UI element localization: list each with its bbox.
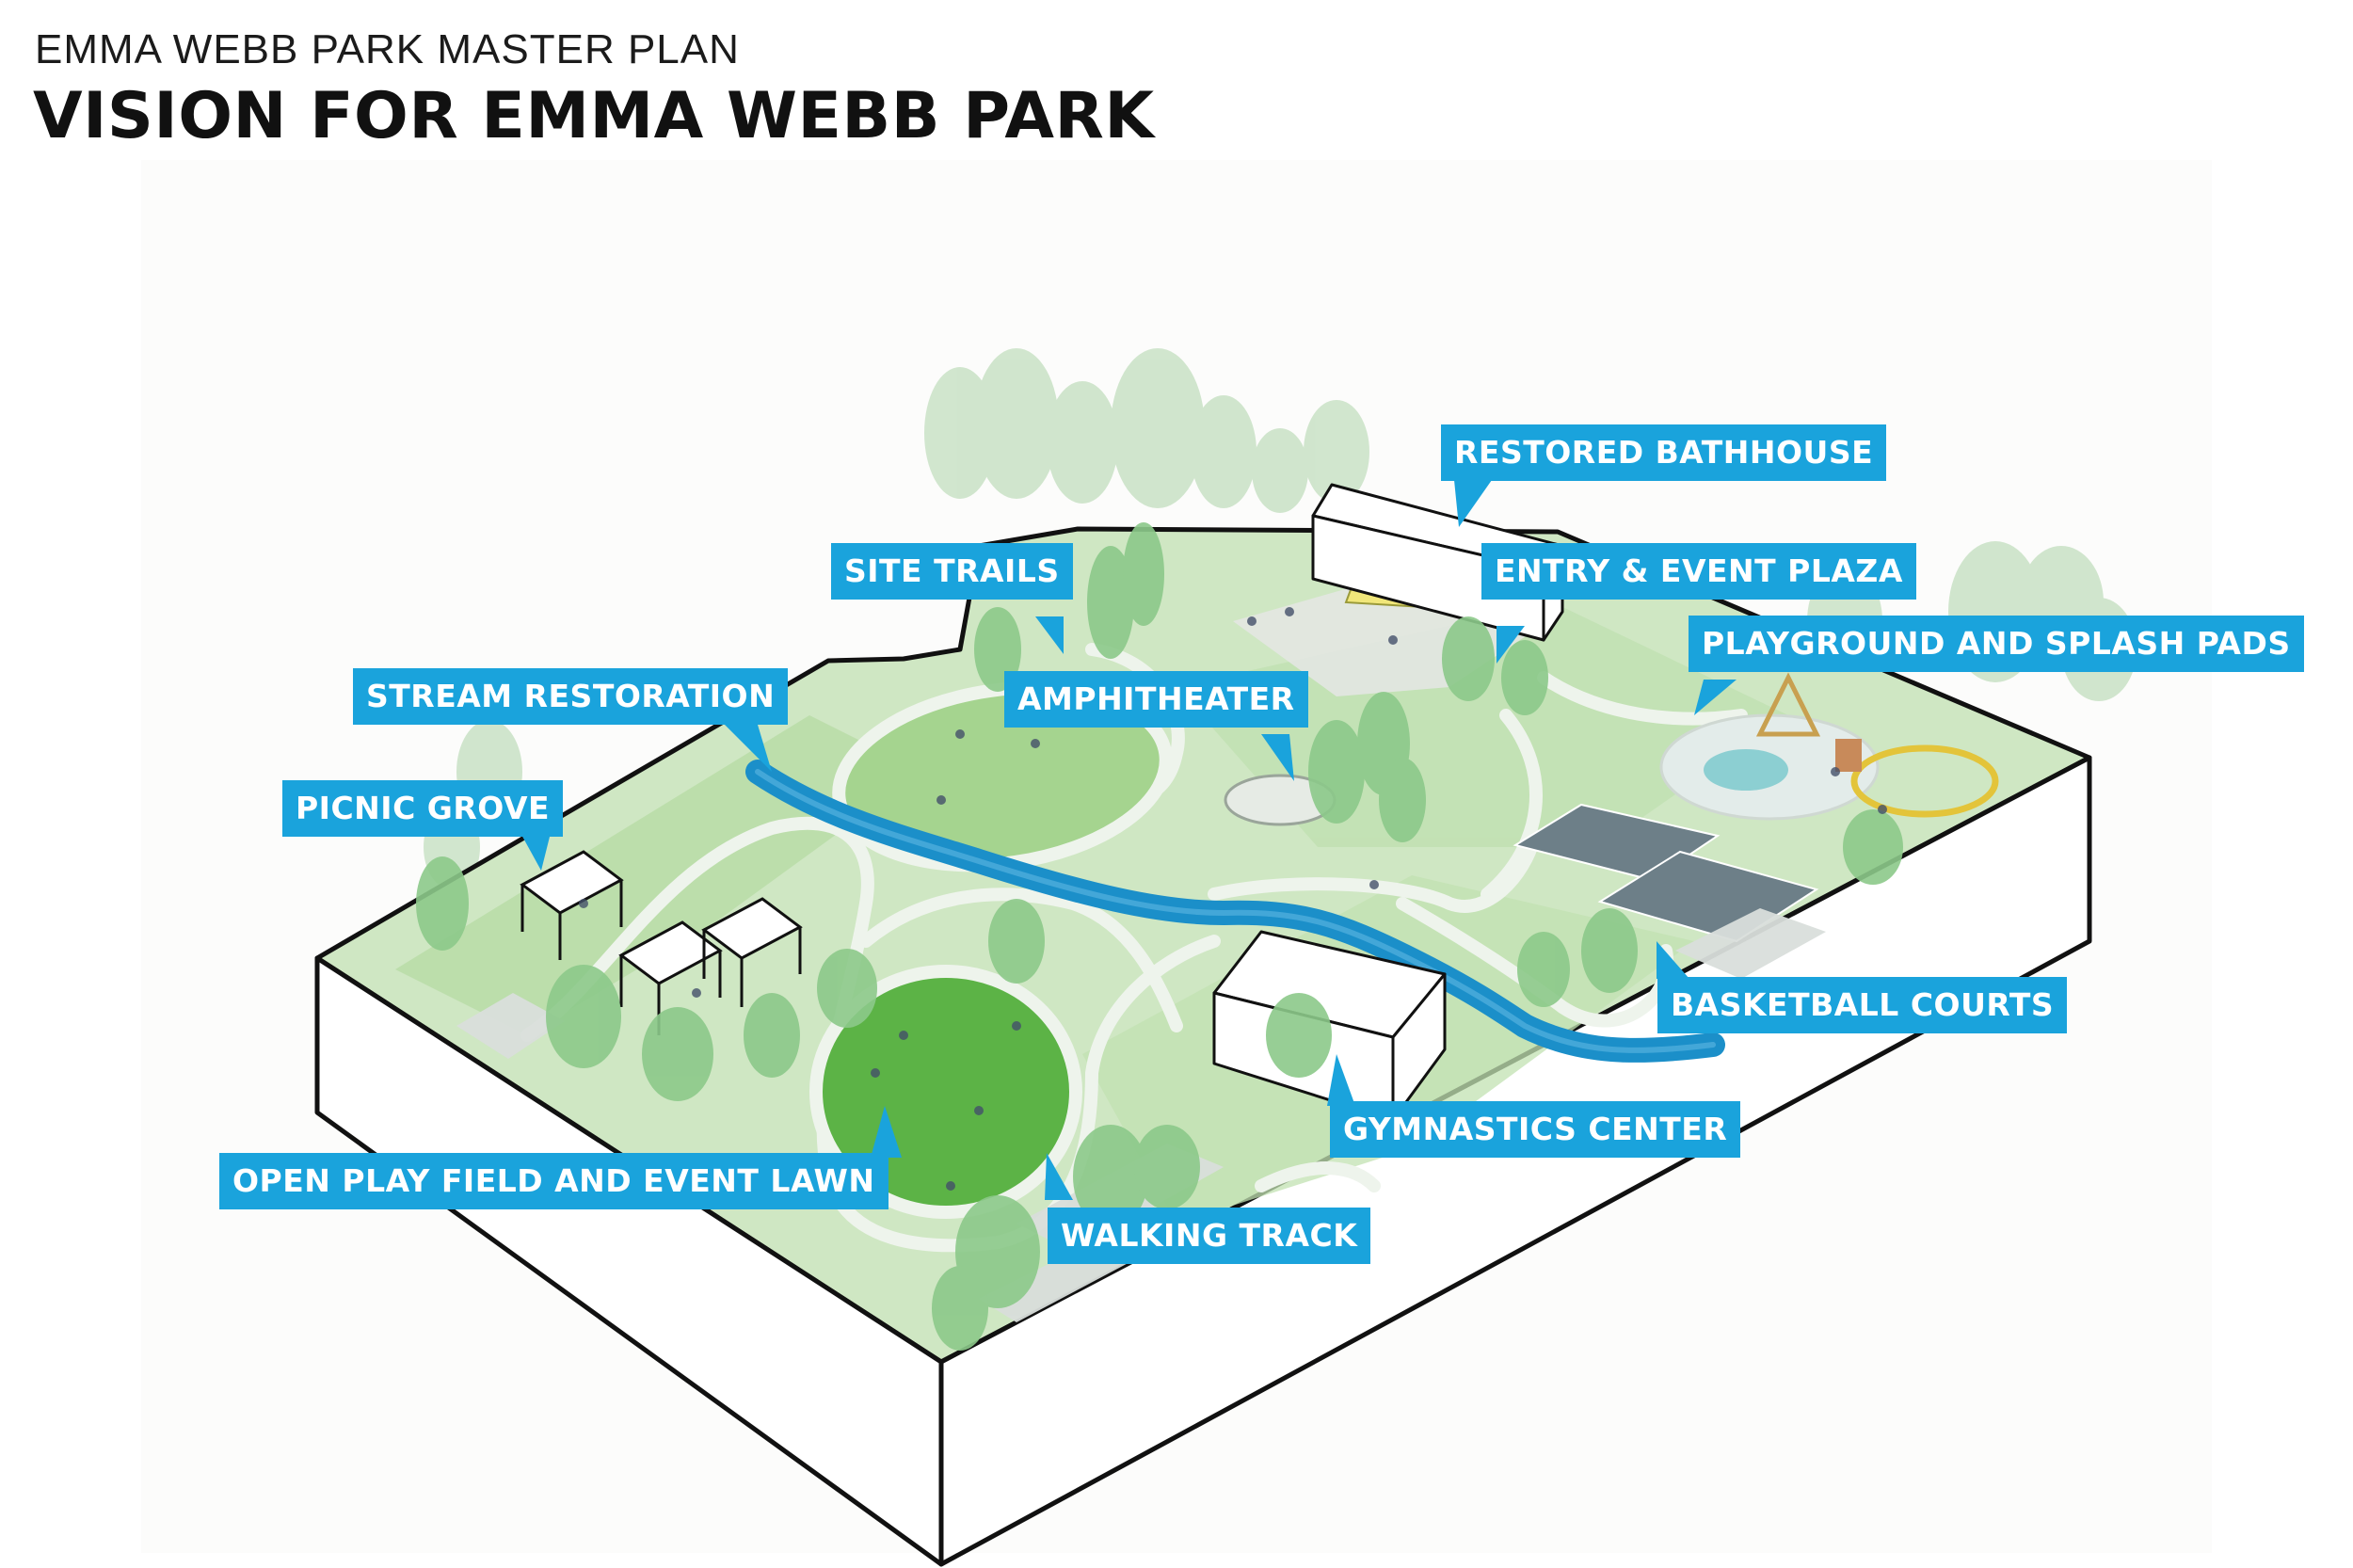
picnic-pavilions <box>520 850 803 1035</box>
stream-highlight <box>755 769 1716 1053</box>
label-open-play-field: OPEN PLAY FIELD AND EVENT LAWN <box>219 1153 888 1209</box>
label-site-trails: SITE TRAILS <box>831 543 1073 600</box>
label-picnic-grove: PICNIC GROVE <box>282 780 564 837</box>
people-figures <box>579 607 1887 1191</box>
plan-subtitle: EMMA WEBB PARK MASTER PLAN <box>35 26 740 72</box>
page-title: VISION FOR EMMA WEBB PARK <box>33 79 1155 153</box>
callout-pointers <box>520 480 1737 1200</box>
playground-splash-area <box>1659 672 1999 821</box>
label-basketball-courts: BASKETBALL COURTS <box>1657 977 2068 1033</box>
foreground-trees <box>416 522 1903 1351</box>
label-restored-bathhouse: RESTORED BATHHOUSE <box>1441 424 1887 481</box>
label-playground-splash-pads: PLAYGROUND AND SPLASH PADS <box>1689 616 2304 672</box>
label-amphitheater: AMPHITHEATER <box>1004 671 1308 728</box>
label-stream-restoration: STREAM RESTORATION <box>353 668 789 725</box>
label-walking-track: WALKING TRACK <box>1048 1208 1371 1264</box>
label-entry-event-plaza: ENTRY & EVENT PLAZA <box>1481 543 1916 600</box>
label-gymnastics-center: GYMNASTICS CENTER <box>1330 1101 1741 1158</box>
